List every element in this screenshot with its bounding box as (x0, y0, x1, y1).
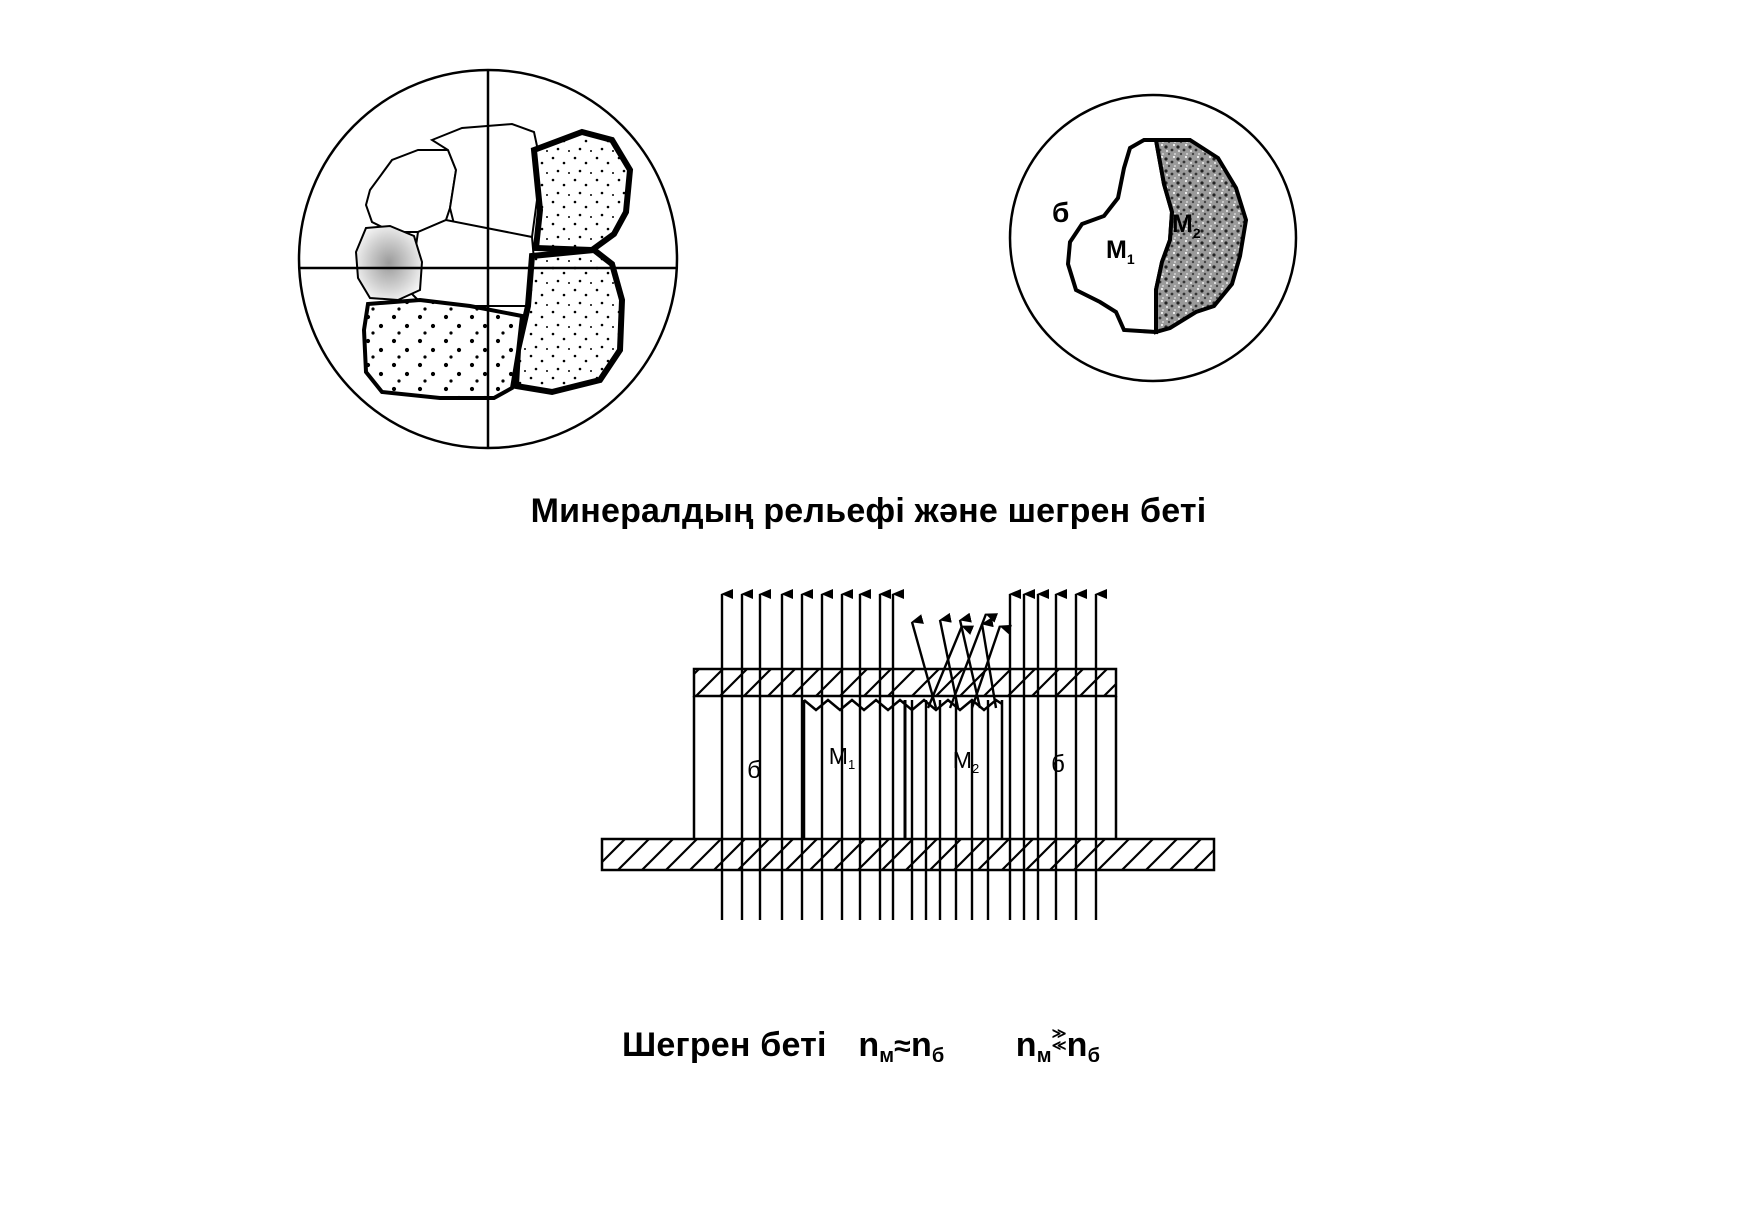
light-rays-straight (720, 589, 1107, 920)
gt-lt-symbol: ≫≪ (1051, 1025, 1067, 1053)
light-rays-to-surface (910, 700, 990, 920)
thin-section-diagram: б M1 M2 б (600, 589, 1216, 920)
grain-dotted-lower-right-fill (516, 250, 622, 392)
label-m2-top: M2 (1172, 210, 1201, 241)
field-of-view-right: б M1 M2 (1008, 93, 1298, 383)
label-m1-top: M1 (1106, 236, 1135, 267)
grain-dotted-lower-left-fill (364, 300, 522, 398)
mineral-m2 (1153, 138, 1249, 335)
grain-gray-spot (354, 224, 424, 302)
formula-inequality-group: nм≫≪nб (1015, 1025, 1101, 1067)
formula-approx-group: nм≈nб (858, 1026, 945, 1067)
formula-line: Шегрен беті nм≈nб nм≫≪nб (622, 1026, 1100, 1068)
label-m1-bottom: M1 (829, 743, 855, 772)
label-b-right: б (1051, 751, 1065, 778)
field-of-view-left (297, 68, 679, 450)
grain-center-lower (408, 218, 536, 307)
light-rays-scattered (910, 612, 1013, 709)
caption-relief-shagreen: Минералдың рельефі және шегрен беті (530, 492, 1207, 530)
formula-text: Шегрен беті (622, 1026, 827, 1064)
label-m2-bottom: M2 (953, 747, 979, 776)
grain-top-left (364, 149, 458, 233)
label-b-left: б (747, 757, 761, 784)
grain-dotted-upper-right-fill (534, 132, 630, 250)
label-b-top: б (1052, 197, 1069, 228)
object-glass (600, 837, 1216, 872)
cover-glass (692, 667, 1118, 698)
